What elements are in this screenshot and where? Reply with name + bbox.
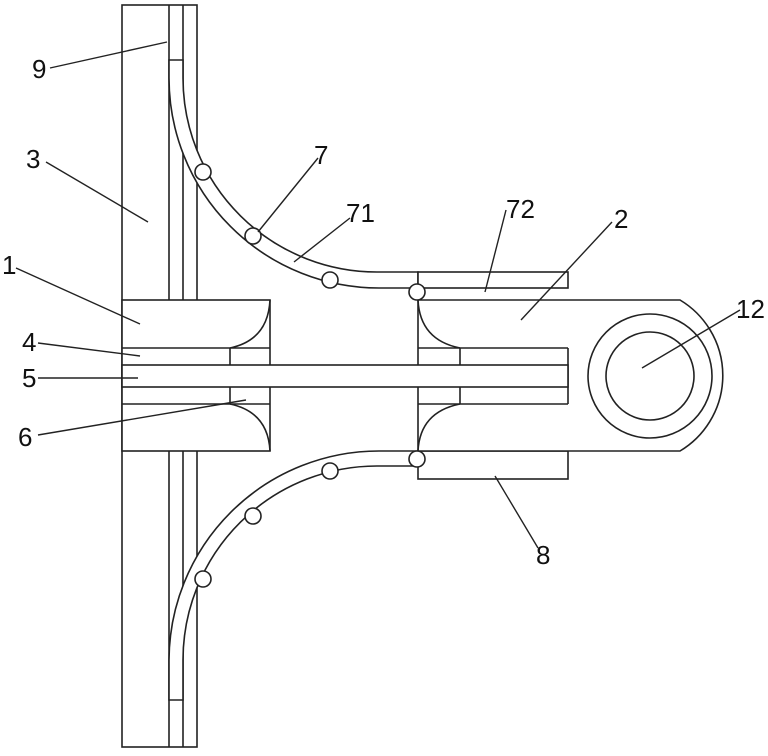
- label-6: 6: [18, 422, 32, 452]
- label-3: 3: [26, 144, 40, 174]
- label-72: 72: [506, 194, 535, 224]
- label-4: 4: [22, 327, 36, 357]
- ball: [409, 284, 425, 300]
- label-5: 5: [22, 363, 36, 393]
- label-9: 9: [32, 54, 46, 84]
- leader-7: [258, 158, 318, 232]
- ball: [322, 463, 338, 479]
- ball: [195, 571, 211, 587]
- label-1: 1: [2, 250, 16, 280]
- label-8: 8: [536, 540, 550, 570]
- label-12: 12: [736, 294, 765, 324]
- leader-71: [294, 218, 350, 262]
- ball: [409, 451, 425, 467]
- central-shaft: [122, 365, 568, 387]
- leader-8: [495, 476, 538, 548]
- ball: [322, 272, 338, 288]
- ball: [245, 508, 261, 524]
- ball: [195, 164, 211, 180]
- label-2: 2: [614, 204, 628, 234]
- label-7: 7: [314, 140, 328, 170]
- label-71: 71: [346, 198, 375, 228]
